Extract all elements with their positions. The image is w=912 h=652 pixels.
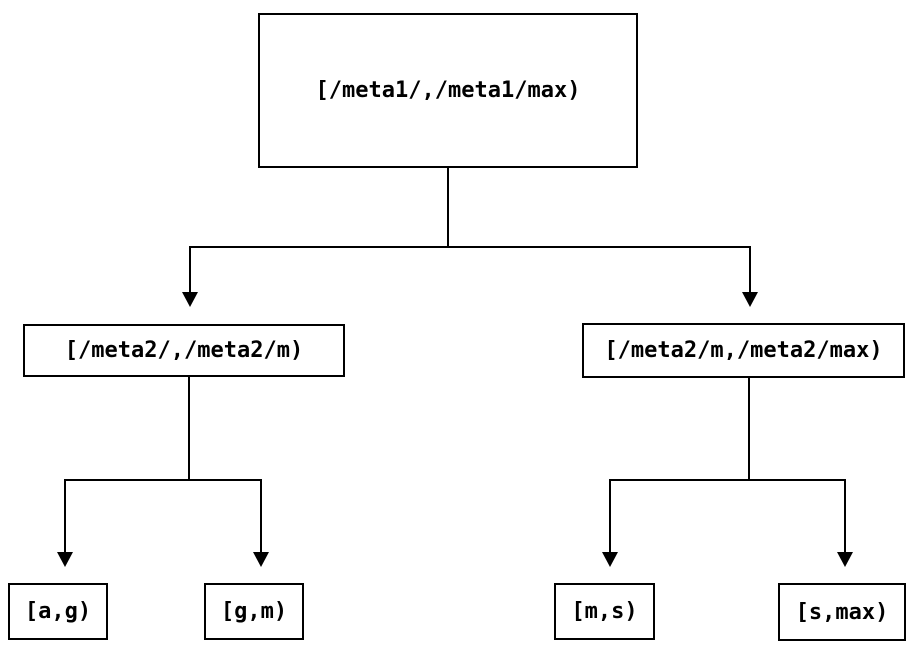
edge-right-crossbar [609, 479, 846, 481]
tree-leaf-gm-label: [g,m) [220, 599, 288, 624]
edge-root-to-left-child [189, 246, 191, 294]
edge-root-crossbar [189, 246, 751, 248]
edge-root-to-right-child [749, 246, 751, 294]
edge-left-stem [188, 377, 190, 481]
tree-leaf-gm: [g,m) [204, 583, 304, 640]
edge-to-leaf-ag [64, 479, 66, 553]
arrow-down-icon [602, 552, 618, 567]
arrow-down-icon [837, 552, 853, 567]
tree-node-meta2-left-label: [/meta2/,/meta2/m) [64, 338, 304, 363]
tree-node-root-label: [/meta1/,/meta1/max) [315, 78, 581, 103]
arrow-down-icon [182, 292, 198, 307]
edge-right-stem [748, 378, 750, 481]
edge-to-leaf-ms [609, 479, 611, 553]
edge-root-stem [447, 168, 449, 247]
edge-to-leaf-gm [260, 479, 262, 553]
tree-node-meta2-right: [/meta2/m,/meta2/max) [582, 323, 905, 378]
tree-leaf-smax-label: [s,max) [795, 599, 889, 625]
tree-leaf-ag: [a,g) [8, 583, 108, 640]
edge-left-crossbar [64, 479, 262, 481]
tree-node-meta2-right-label: [/meta2/m,/meta2/max) [604, 338, 883, 363]
arrow-down-icon [742, 292, 758, 307]
tree-leaf-smax: [s,max) [778, 583, 906, 641]
edge-to-leaf-smax [844, 479, 846, 553]
tree-node-meta2-left: [/meta2/,/meta2/m) [23, 324, 345, 377]
tree-leaf-ms: [m,s) [554, 583, 655, 640]
arrow-down-icon [57, 552, 73, 567]
tree-leaf-ms-label: [m,s) [571, 599, 638, 624]
arrow-down-icon [253, 552, 269, 567]
tree-node-root: [/meta1/,/meta1/max) [258, 13, 638, 168]
tree-leaf-ag-label: [a,g) [24, 599, 92, 624]
